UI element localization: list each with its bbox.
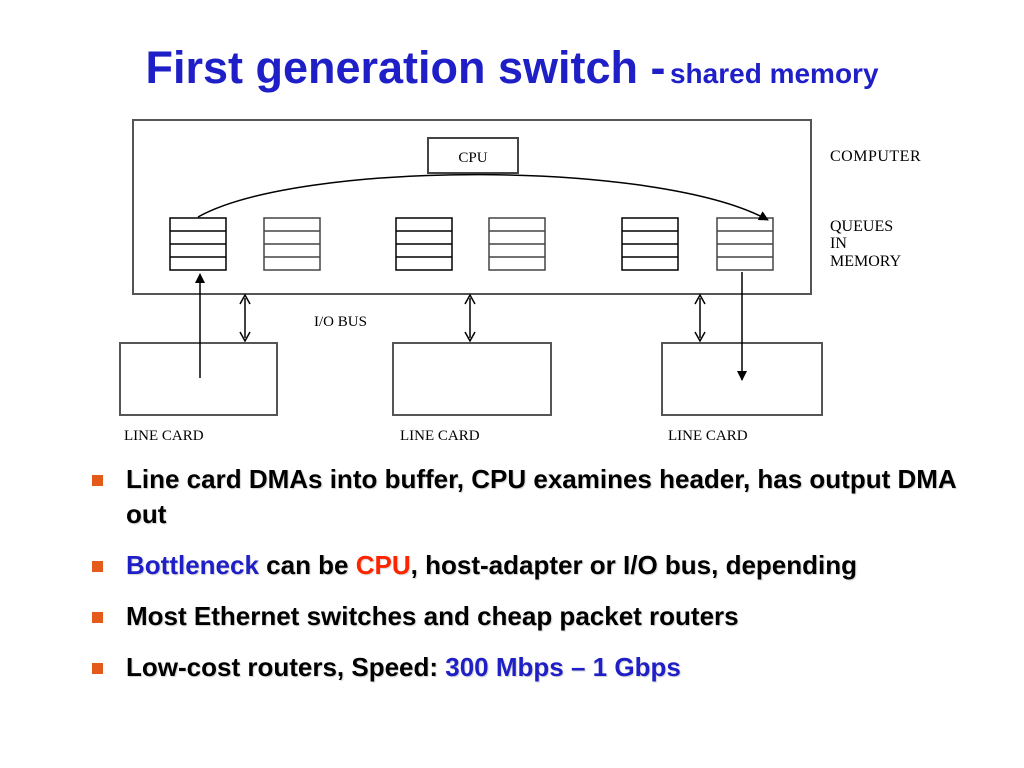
bus-double-arrow-2 bbox=[464, 293, 476, 343]
bullet-marker bbox=[92, 663, 103, 674]
bullet-item: Bottleneck can be CPU, host-adapter or I… bbox=[88, 548, 988, 583]
line-card-label-3: LINE CARD bbox=[668, 428, 748, 444]
bottleneck-highlight: Bottleneck bbox=[126, 550, 259, 580]
queue-6 bbox=[716, 217, 774, 271]
bullet-text: , host-adapter or I/O bus, depending bbox=[410, 550, 858, 580]
queue-1 bbox=[169, 217, 227, 271]
line-card-box-2 bbox=[392, 342, 552, 416]
bullet-text: Line card DMAs into buffer, CPU examines… bbox=[126, 464, 956, 529]
queue-4 bbox=[488, 217, 546, 271]
bullet-marker bbox=[92, 475, 103, 486]
bullet-text: Most Ethernet switches and cheap packet … bbox=[126, 601, 739, 631]
queues-label-line2: IN bbox=[830, 235, 847, 252]
bullet-item: Line card DMAs into buffer, CPU examines… bbox=[88, 462, 988, 532]
line-card-label-2: LINE CARD bbox=[400, 428, 480, 444]
bullet-text: can be bbox=[258, 550, 356, 580]
line-card-box-1 bbox=[119, 342, 278, 416]
cpu-label: CPU bbox=[458, 150, 487, 166]
bullet-list: Line card DMAs into buffer, CPU examines… bbox=[88, 462, 988, 701]
speed-highlight: 300 Mbps – 1 Gbps bbox=[445, 652, 681, 682]
shared-memory-switch-diagram: CPU COMPUTER QUEUES IN MEMORY I/O BUS LI… bbox=[119, 119, 921, 444]
bullet-item: Low-cost routers, Speed: 300 Mbps – 1 Gb… bbox=[88, 650, 988, 685]
queue-2 bbox=[263, 217, 321, 271]
slide-title: First generation switch - shared memory bbox=[0, 42, 1024, 94]
cpu-box bbox=[427, 137, 519, 174]
queues-label-line1: QUEUES bbox=[830, 218, 893, 235]
cpu-highlight: CPU bbox=[355, 550, 411, 580]
bus-double-arrow-1 bbox=[239, 293, 251, 343]
curved-transfer-arrow bbox=[197, 173, 769, 221]
line-card-label-1: LINE CARD bbox=[124, 428, 204, 444]
bus-double-arrow-3 bbox=[694, 293, 706, 343]
bullet-item: Most Ethernet switches and cheap packet … bbox=[88, 599, 988, 634]
queue-5 bbox=[621, 217, 679, 271]
io-bus-label: I/O BUS bbox=[314, 314, 367, 330]
title-subtitle: shared memory bbox=[669, 58, 879, 89]
bullet-text: Low-cost routers, Speed: bbox=[126, 652, 446, 682]
queue-3 bbox=[395, 217, 453, 271]
bullet-marker bbox=[92, 561, 103, 572]
queues-label-line3: MEMORY bbox=[830, 253, 902, 270]
computer-label: COMPUTER bbox=[830, 148, 921, 165]
title-main: First generation switch - bbox=[145, 42, 666, 93]
bullet-marker bbox=[92, 612, 103, 623]
